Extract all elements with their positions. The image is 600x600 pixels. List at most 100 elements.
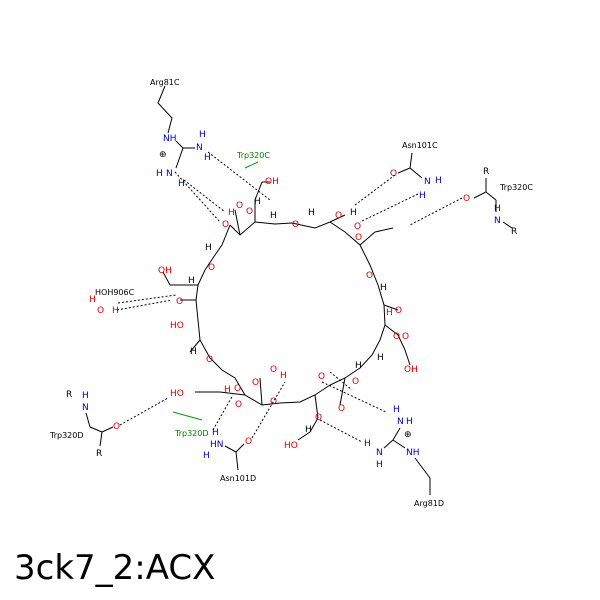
atom-oxygen: O: [352, 377, 359, 387]
atom-hydroxyl: H: [280, 371, 287, 381]
atom-oxygen: O: [366, 271, 373, 281]
atom-oxygen: O: [246, 207, 253, 217]
ring-bond: [383, 304, 399, 311]
residue-trp320c: Trp320C R O H N R: [463, 167, 533, 237]
atom-hydrogen: H: [419, 191, 426, 201]
atom-hydrogen: H: [212, 428, 219, 438]
residue-label-trp320d: Trp320D: [49, 431, 84, 440]
arg81c-bond: [175, 147, 184, 169]
atom-hydrogen: H: [355, 361, 362, 371]
h-bond: [359, 193, 419, 223]
trp320c-bond: [485, 191, 497, 201]
h-bond: [212, 394, 234, 431]
h-bond: [319, 419, 363, 443]
atom-hydrogen: H: [435, 176, 442, 186]
trp320d-bond: [99, 431, 103, 447]
ring-bond: [189, 339, 201, 353]
h-bond: [119, 397, 169, 426]
residue-label-trp320c-hydrophobic: Trp320C: [236, 151, 270, 160]
atom-hydroxyl: OH: [404, 365, 418, 375]
charge-plus-icon: ⊕: [404, 430, 412, 440]
ring-bond: [259, 377, 263, 406]
atom-oxygen: O: [463, 194, 470, 204]
atom-oxygen: O: [354, 222, 361, 232]
atom-oxygen: O: [318, 372, 325, 382]
residue-label-hoh906c: HOH906C: [95, 288, 135, 297]
ring-bond: [384, 324, 399, 336]
h-bond: [329, 371, 353, 391]
atom-oxygen: O: [335, 211, 342, 221]
atom-hydrogen: H: [305, 425, 312, 435]
atom-r-group: R: [483, 167, 489, 177]
atom-hydrogen: H: [350, 208, 357, 218]
residue-hoh906c: HOH906C H O H: [89, 288, 135, 316]
atom-oxygen: O: [234, 384, 241, 394]
asn101d-bond: [224, 445, 237, 453]
atom-oxygen: O: [245, 437, 252, 447]
ring-bond: [297, 431, 311, 441]
residue-label-asn101c: Asn101C: [402, 141, 438, 150]
atom-hydrogen: H: [393, 405, 400, 415]
page-title: 3ck7_2:ACX: [14, 548, 216, 588]
atom-oxygen: O: [402, 332, 409, 342]
arg81d-bond: [392, 439, 406, 449]
ring-bond: [219, 391, 246, 396]
atom-nh: NH: [406, 448, 420, 458]
atom-hydrogen: H: [82, 391, 89, 401]
atom-hydroxyl: HO: [284, 441, 298, 451]
atom-hydrogen: H: [364, 439, 371, 449]
macrocycle-ring: [162, 181, 411, 441]
atom-oxygen: O: [206, 355, 213, 365]
residue-trp320d-hydrophobic: Trp320D: [172, 411, 209, 438]
ring-bond: [162, 271, 171, 286]
trp320d-bond: [101, 426, 114, 433]
atom-hn: HN: [210, 440, 224, 450]
atom-oxygen: O: [113, 422, 120, 432]
atom-hydrogen: H: [204, 153, 211, 163]
ring-bond: [314, 394, 319, 419]
atom-oxygen: O: [338, 404, 345, 414]
residue-arg81d: H N H ⊕ H N H NH Arg81D: [364, 405, 444, 508]
ring-bond: [254, 181, 263, 201]
atom-hydroxyl: HO: [170, 389, 184, 399]
atom-hydrogen: H: [377, 353, 384, 363]
atom-hydroxyl: H: [224, 385, 231, 395]
atom-hydrogen: H: [494, 204, 501, 214]
atom-r-group: R: [96, 449, 102, 459]
atom-oxygen: O: [235, 400, 242, 410]
atom-hydrogen: H: [406, 417, 413, 427]
trp320d-bond: [85, 412, 91, 428]
atom-oxygen: O: [390, 169, 397, 179]
h-bond: [116, 299, 173, 311]
residue-arg81c: Arg81C NH N H H H N H ⊕: [150, 78, 211, 189]
atom-hydrogen: H: [376, 460, 383, 470]
atom-oxygen: O: [355, 233, 362, 243]
ring-bond: [374, 227, 394, 233]
residue-label-arg81c: Arg81C: [150, 78, 180, 87]
asn101c-bond: [409, 167, 423, 179]
h-bond: [183, 179, 226, 213]
atom-hydrogen: H: [112, 306, 119, 316]
ring-bond: [397, 334, 406, 351]
atom-hydrogen: H: [190, 347, 197, 357]
atom-hydroxyl: H: [386, 308, 393, 318]
asn101d-bond: [235, 443, 245, 453]
atom-hydroxyl: OH: [265, 177, 279, 187]
asn101c-bond: [397, 152, 413, 174]
atom-r-group: R: [66, 390, 72, 400]
atom-r-group: R: [511, 227, 517, 237]
h-bond: [409, 197, 463, 226]
ring-bond: [329, 214, 346, 223]
atom-nitrogen: N: [397, 417, 404, 427]
atom-nitrogen: N: [494, 216, 501, 226]
trp320c-bond: [502, 221, 513, 229]
ring-backbone: [195, 221, 386, 406]
h-bond: [354, 174, 396, 206]
arg81d-bond: [392, 427, 401, 441]
ring-bond: [339, 377, 346, 406]
atom-oxygen: O: [97, 306, 104, 316]
residue-label-trp320d-hydrophobic: Trp320D: [174, 429, 209, 438]
atom-hn: H: [156, 169, 163, 179]
atom-nitrogen: N: [376, 448, 383, 458]
arg81c-bond: [175, 140, 184, 149]
